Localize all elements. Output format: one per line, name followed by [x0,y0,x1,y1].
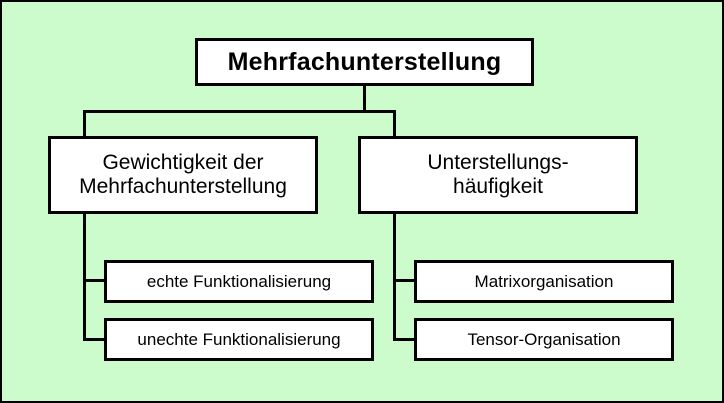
node-leaf-unechte-funktionalisierung: unechte Funktionalisierung [104,318,374,361]
node-leaf-tensor-organisation: Tensor-Organisation [414,318,674,361]
node-branch-gewichtigkeit: Gewichtigkeit der Mehrfachunterstellung [48,136,318,214]
connector-right-stub-2 [393,338,417,341]
connector-horizontal-bus [83,110,396,113]
node-leaf-matrixorganisation: Matrixorganisation [414,260,674,303]
connector-drop-right-branch [393,110,396,139]
node-root-mehrfachunterstellung: Mehrfachunterstellung [195,38,534,86]
node-branch-unterstellungshaeufigkeit: Unterstellungs- häufigkeit [358,136,638,214]
connector-right-spine [393,211,396,341]
connector-root-stem [363,86,366,113]
node-leaf-echte-funktionalisierung: echte Funktionalisierung [104,260,374,303]
connector-drop-left-branch [83,110,86,139]
connector-left-stub-1 [83,279,107,282]
connector-right-stub-1 [393,279,417,282]
connector-left-stub-2 [83,338,107,341]
connector-left-spine [83,211,86,341]
